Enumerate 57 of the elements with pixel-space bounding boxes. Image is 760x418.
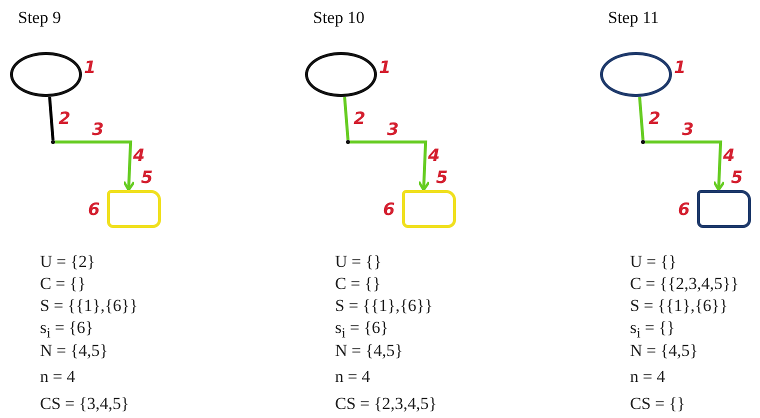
set-equation: C = {} bbox=[40, 274, 86, 294]
junction-dot bbox=[641, 140, 645, 144]
set-equation: S = {{1},{6}} bbox=[335, 296, 433, 316]
ellipse-node bbox=[305, 52, 377, 97]
segment-number: 3 bbox=[682, 120, 694, 140]
segment-number: 4 bbox=[428, 146, 440, 166]
arrow bbox=[348, 140, 430, 192]
set-equation: n = 4 bbox=[335, 367, 370, 387]
set-equation: C = {} bbox=[335, 274, 381, 294]
segment-number: 3 bbox=[92, 120, 104, 140]
node-number: 6 bbox=[383, 200, 395, 220]
segment-number: 5 bbox=[141, 168, 153, 188]
step-heading: Step 10 bbox=[313, 8, 364, 28]
set-equation: CS = {2,3,4,5} bbox=[335, 394, 437, 414]
step-heading: Step 11 bbox=[608, 8, 659, 28]
node-number: 6 bbox=[678, 200, 690, 220]
segment-number: 5 bbox=[436, 168, 448, 188]
segment-number: 4 bbox=[133, 146, 145, 166]
node-number: 1 bbox=[379, 58, 391, 78]
node-number: 1 bbox=[84, 58, 96, 78]
set-equation: N = {4,5} bbox=[630, 341, 698, 361]
set-equation: CS = {3,4,5} bbox=[40, 394, 130, 414]
segment-number: 5 bbox=[731, 168, 743, 188]
set-equation: s$_{i}$ = {6} bbox=[335, 318, 388, 342]
box-node bbox=[697, 190, 751, 228]
set-equation: S = {{1},{6}} bbox=[40, 296, 138, 316]
edge-label: 2 bbox=[58, 109, 70, 129]
set-equation: C = {{2,3,4,5}} bbox=[630, 274, 739, 294]
segment-number: 3 bbox=[387, 120, 399, 140]
segment-number: 4 bbox=[723, 146, 735, 166]
box-node bbox=[107, 190, 161, 228]
step-heading: Step 9 bbox=[18, 8, 61, 28]
set-equation: U = {} bbox=[630, 252, 677, 272]
ellipse-node bbox=[10, 52, 82, 97]
arrow bbox=[53, 140, 136, 192]
set-equation: U = {2} bbox=[40, 252, 96, 272]
set-equation: n = 4 bbox=[40, 367, 76, 387]
node-number: 1 bbox=[674, 58, 686, 78]
junction-dot bbox=[346, 140, 350, 144]
set-equation: s$_{i}$ = {6} bbox=[40, 318, 94, 342]
connector-line bbox=[48, 96, 54, 140]
set-equation: s$_{i}$ = {} bbox=[630, 318, 675, 342]
junction-dot bbox=[51, 140, 55, 144]
ellipse-node bbox=[600, 52, 672, 97]
set-equation: N = {4,5} bbox=[335, 341, 403, 361]
edge-label: 2 bbox=[354, 109, 366, 129]
edge-label: 2 bbox=[648, 109, 660, 129]
set-equation: S = {{1},{6}} bbox=[630, 296, 728, 316]
connector-line bbox=[638, 96, 644, 140]
box-node bbox=[402, 190, 456, 228]
set-equation: n = 4 bbox=[630, 367, 666, 387]
connector-line bbox=[343, 96, 350, 140]
arrow bbox=[643, 140, 726, 192]
set-equation: N = {4,5} bbox=[40, 341, 108, 361]
set-equation: CS = {} bbox=[630, 394, 686, 414]
set-equation: U = {} bbox=[335, 252, 382, 272]
node-number: 6 bbox=[88, 200, 100, 220]
